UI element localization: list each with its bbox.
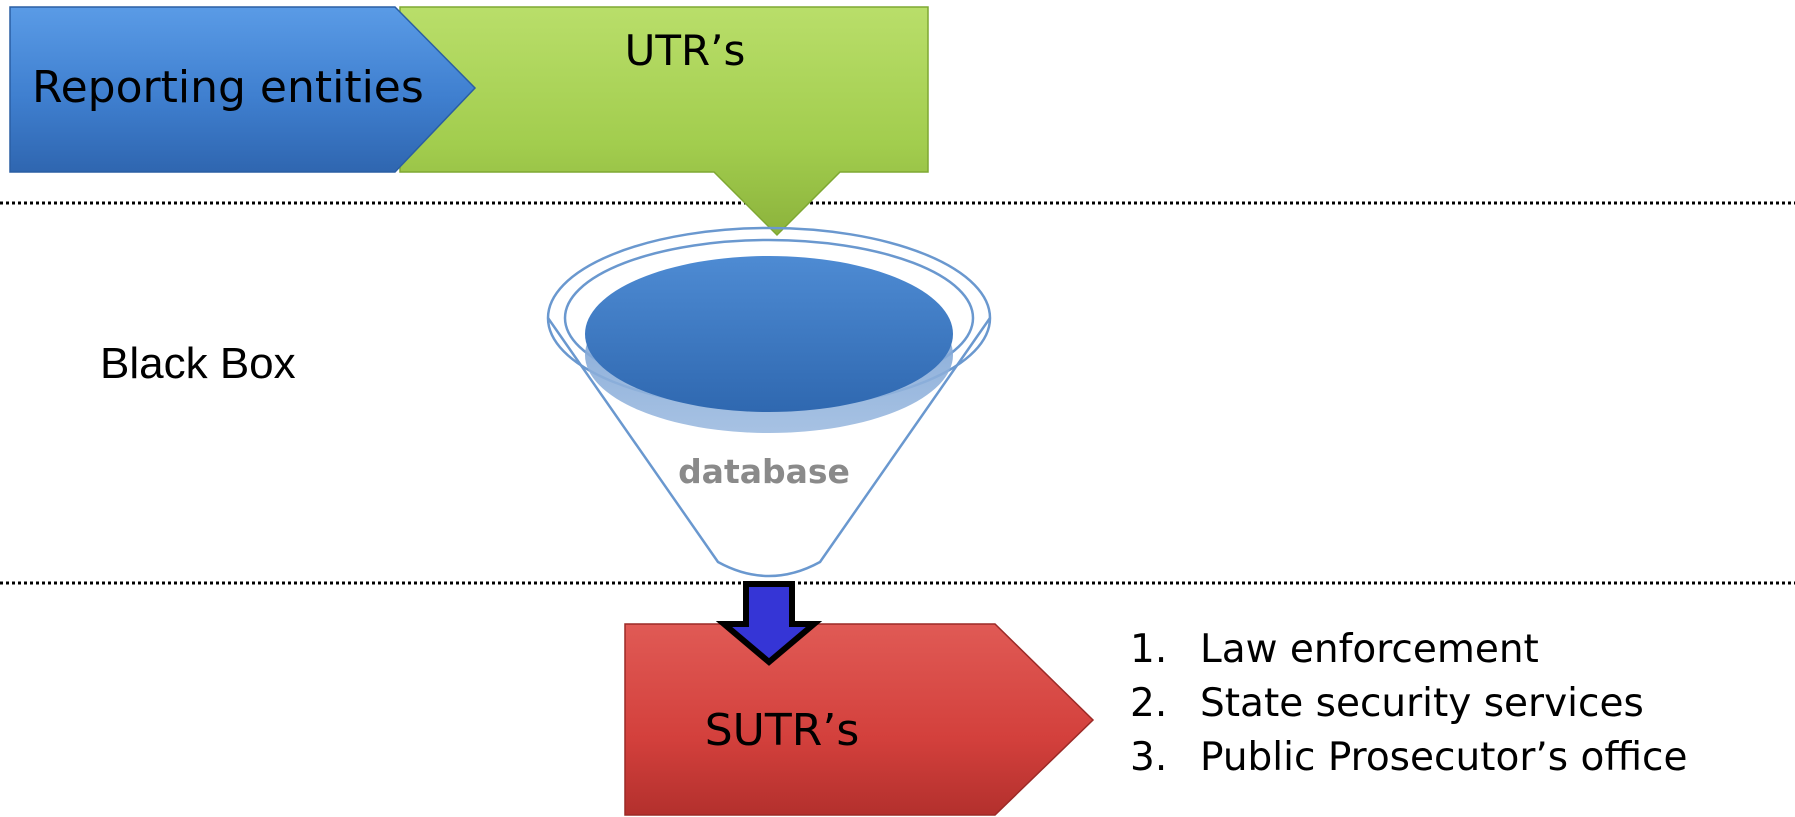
recipient-text: Public Prosecutor’s office — [1200, 735, 1687, 780]
database-label: database — [678, 452, 850, 491]
reporting-entities-shape — [9, 6, 477, 173]
recipients-list: 1. Law enforcement 2. State security ser… — [1130, 627, 1687, 780]
down-arrow-icon — [715, 581, 823, 666]
utrs-label: UTR’s — [625, 26, 746, 75]
recipient-text: State security services — [1200, 681, 1644, 726]
database-funnel: database — [546, 226, 992, 578]
database-disc — [585, 256, 953, 412]
utrs-shape — [399, 6, 929, 237]
recipient-text: Law enforcement — [1200, 627, 1539, 672]
sutrs-label: SUTR’s — [705, 705, 860, 756]
recipient-number: 2. — [1130, 681, 1167, 726]
reporting-entities-label: Reporting entities — [32, 62, 424, 113]
recipient-number: 3. — [1130, 735, 1167, 780]
black-box-label: Black Box — [100, 339, 296, 388]
recipient-number: 1. — [1130, 627, 1167, 672]
sutrs-shape — [624, 623, 1095, 816]
